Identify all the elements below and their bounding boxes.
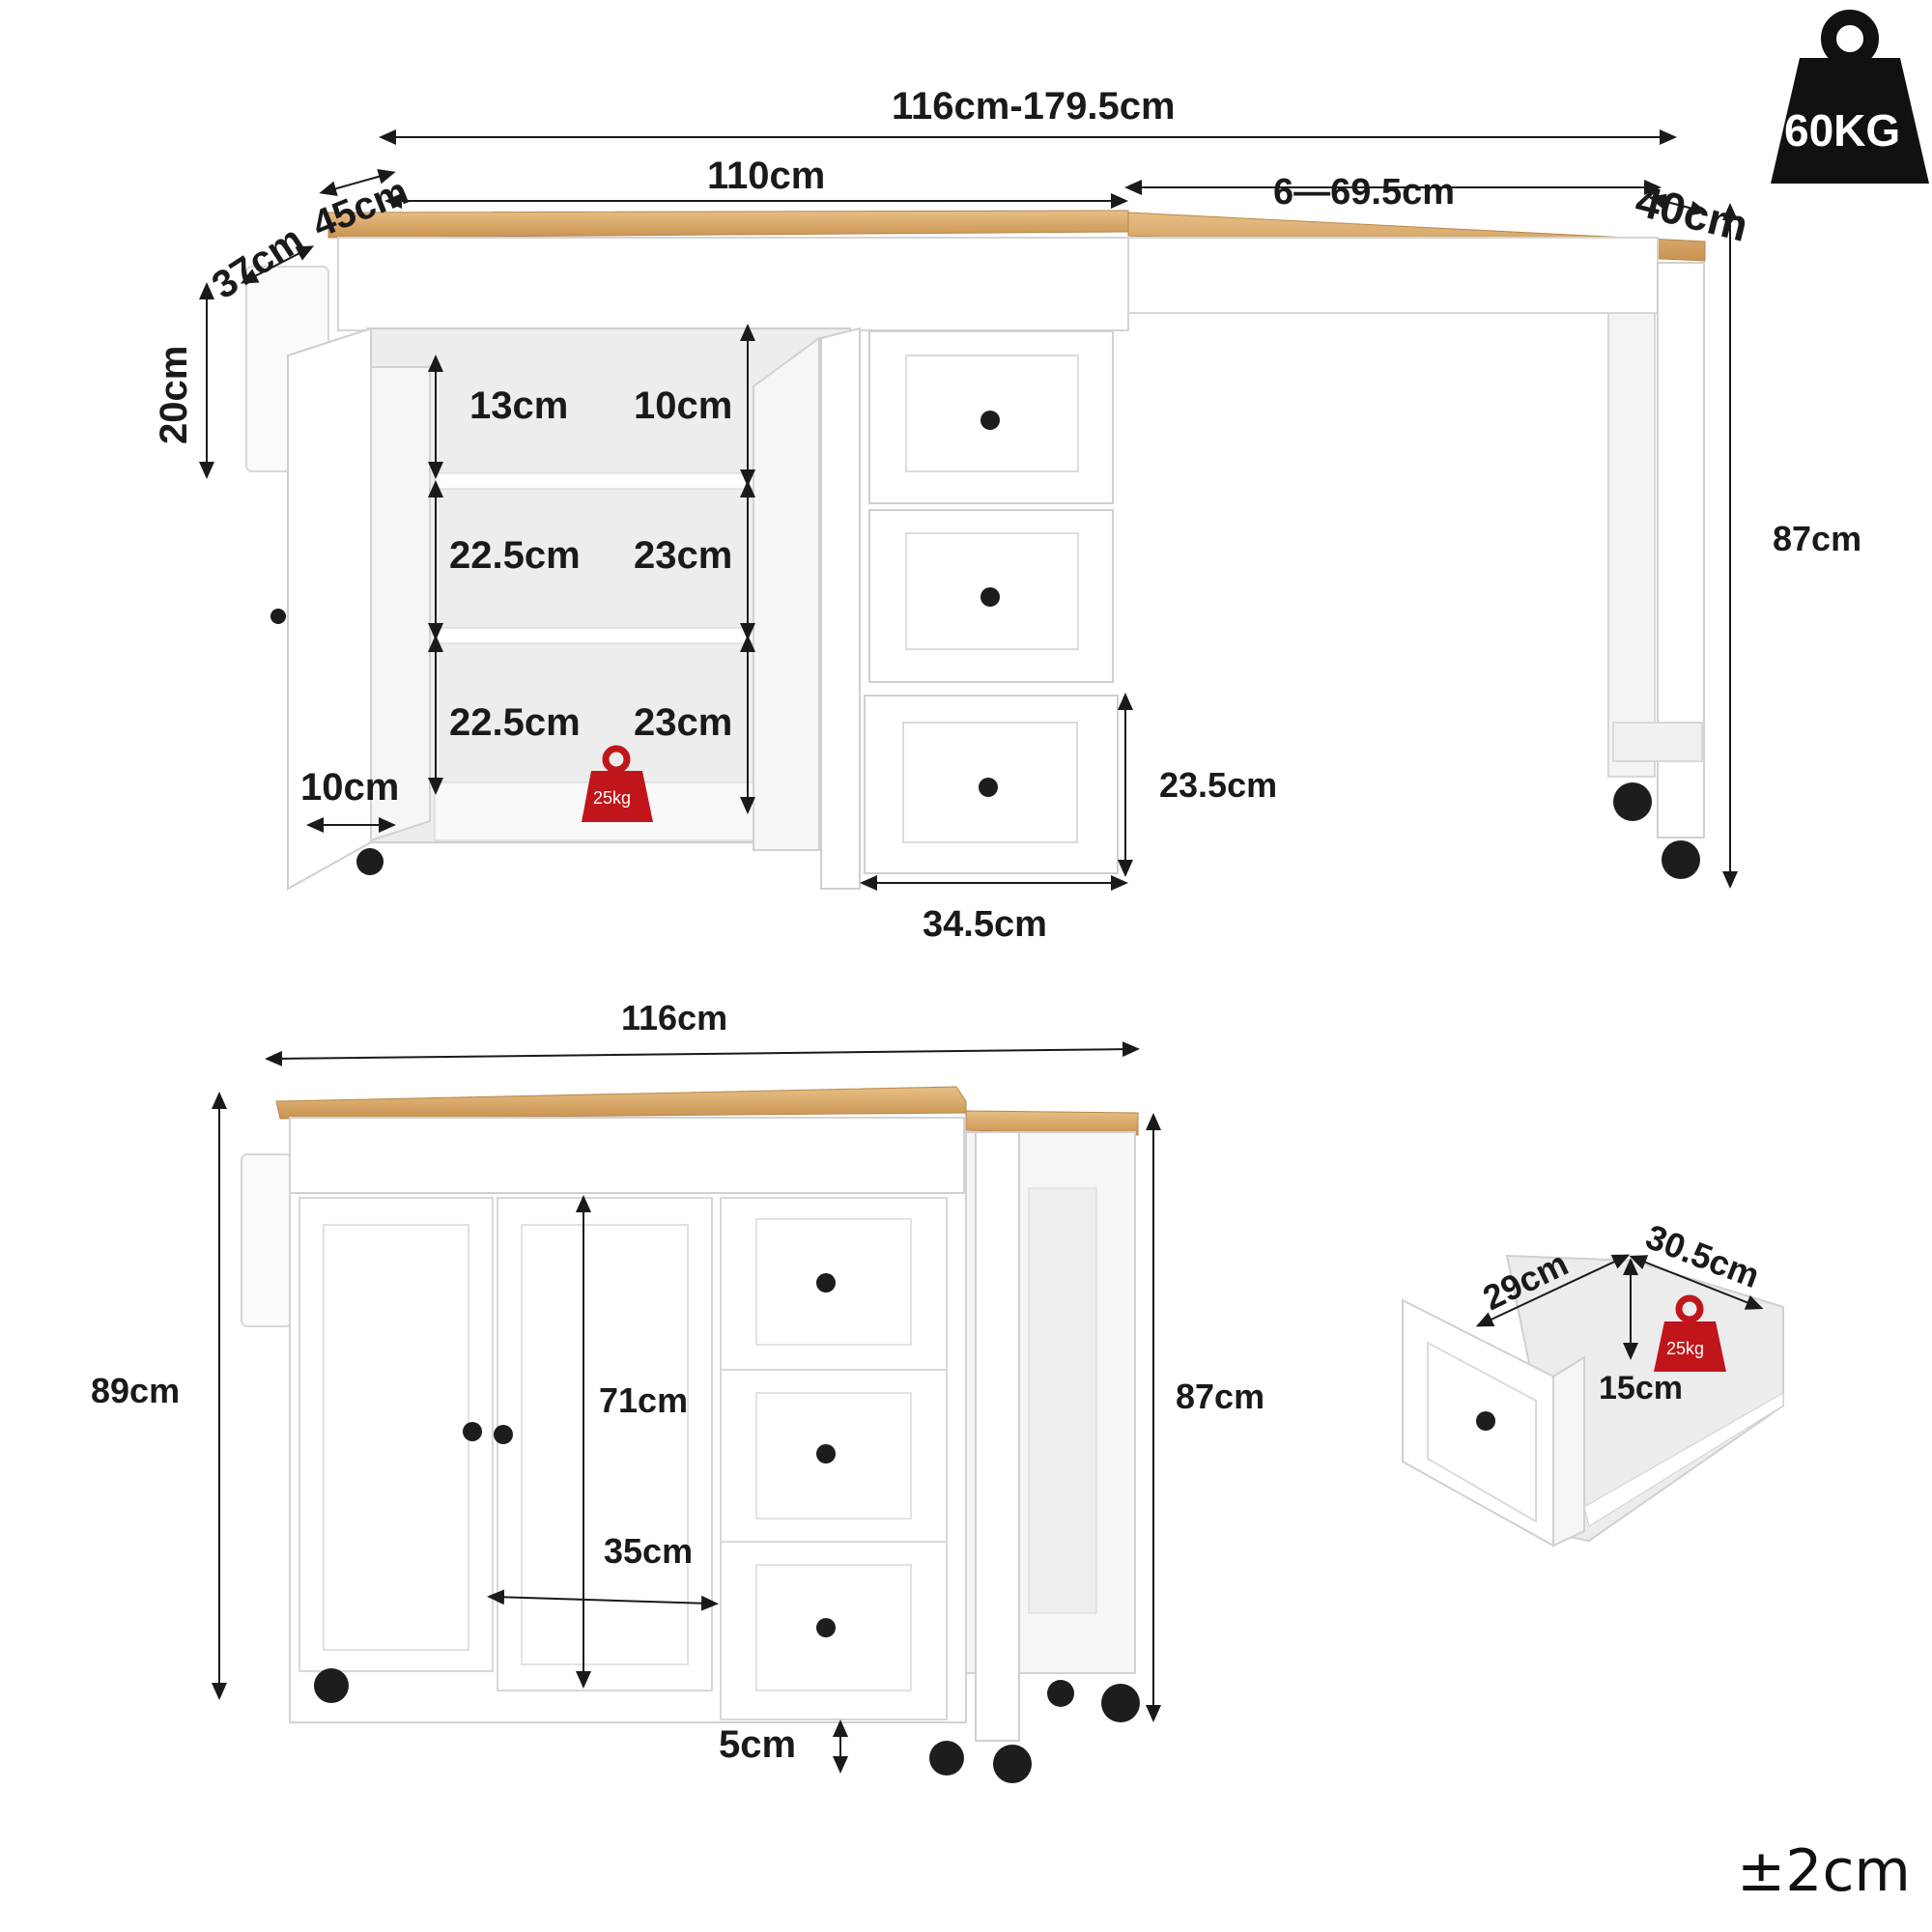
drawer-detail: [1402, 1254, 1784, 1548]
total-height-label: 89cm: [91, 1371, 181, 1410]
tolerance-label: ±2cm: [1737, 1837, 1911, 1905]
shelf-weight-icon: [582, 745, 653, 822]
cabinet-height-label: 71cm: [599, 1380, 689, 1420]
front-width-label: 116cm: [621, 998, 728, 1037]
top-shelf-right-label: 10cm: [634, 384, 733, 427]
low-shelf-left-label: 22.5cm: [449, 701, 581, 744]
counter-width-label: 110cm: [707, 155, 826, 197]
top-shelf-left-label: 13cm: [469, 384, 569, 427]
side-shelf-height-label: 20cm: [153, 345, 195, 444]
low-shelf-right-label: 23cm: [634, 701, 733, 744]
extended-island: [245, 210, 1706, 891]
weight-icon: [1771, 10, 1929, 184]
door-rack-depth-label: 10cm: [300, 766, 400, 809]
caster-clearance-label: 5cm: [719, 1723, 797, 1766]
mid-shelf-left-label: 22.5cm: [449, 534, 581, 577]
mid-shelf-right-label: 23cm: [634, 534, 733, 577]
drawer-inner-height-label: 15cm: [1599, 1370, 1683, 1406]
dimension-lines-drawer: [1475, 1254, 1764, 1360]
body-height-label: 87cm: [1176, 1377, 1265, 1416]
dimension-lines-front: [212, 1041, 1161, 1774]
overall-width-label: 116cm-179.5cm: [892, 85, 1176, 128]
drawer-load-label: 25kg: [1666, 1339, 1705, 1358]
extended-height-label: 87cm: [1773, 519, 1862, 558]
front-island: [241, 1086, 1140, 1783]
cabinet-width-label: 35cm: [604, 1531, 694, 1571]
max-load-label: 60KG: [1784, 105, 1901, 156]
drawer-width-label: 34.5cm: [923, 904, 1047, 945]
extension-range-label: 6—69.5cm: [1273, 172, 1456, 213]
dimension-lines-top: [199, 129, 1738, 891]
drawer-front-height-label: 23.5cm: [1159, 765, 1278, 805]
shelf-load-label: 25kg: [593, 788, 632, 808]
